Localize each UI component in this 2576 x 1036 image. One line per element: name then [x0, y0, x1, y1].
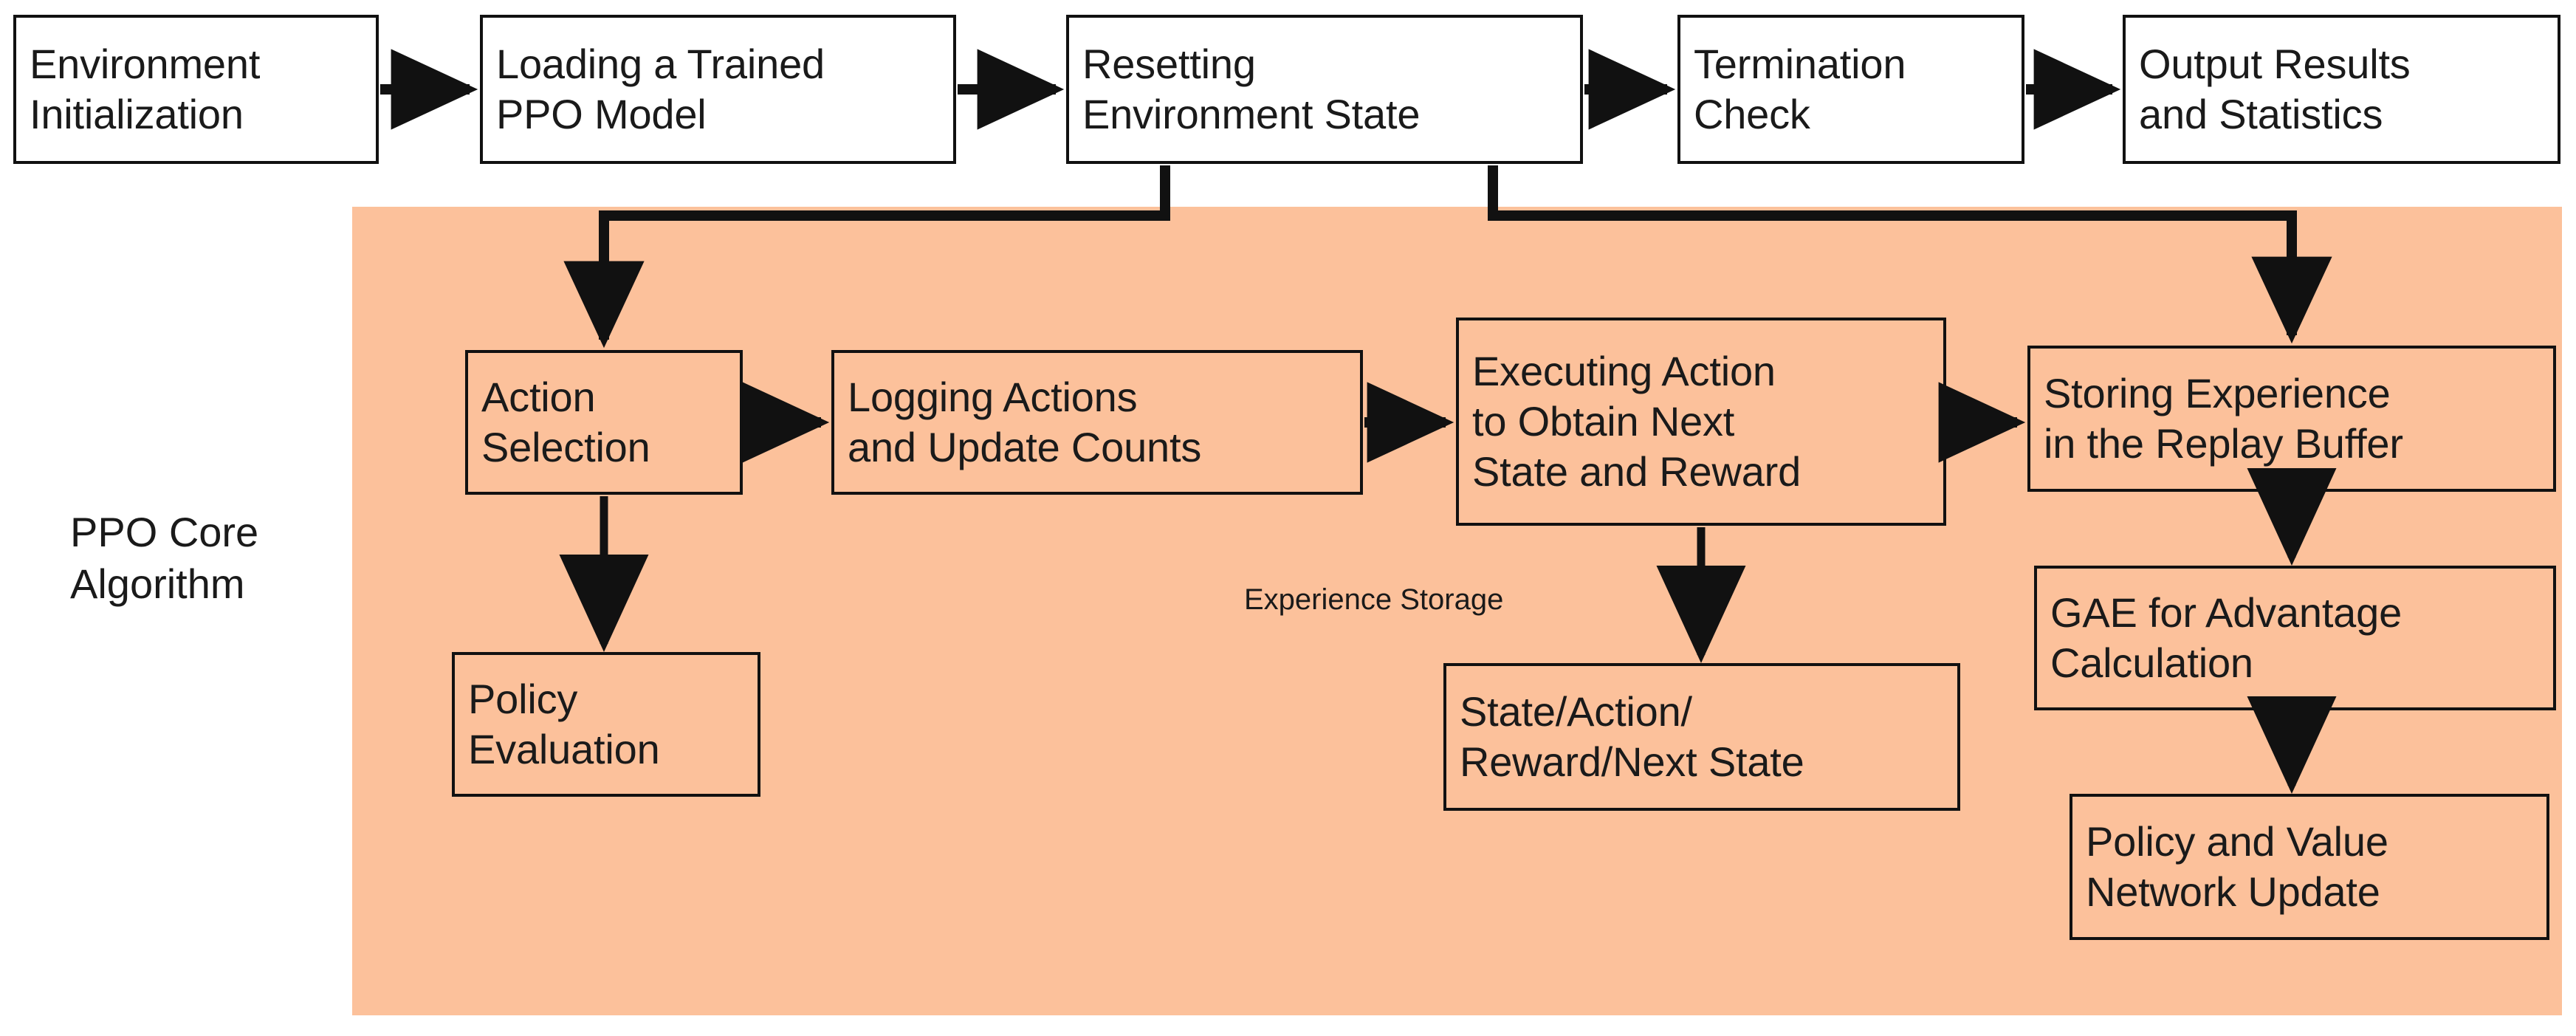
node-policy-evaluation[interactable]: Policy Evaluation — [452, 652, 760, 797]
node-label: Output Results and Statistics — [2139, 40, 2411, 137]
node-label: Logging Actions and Update Counts — [848, 373, 1202, 470]
node-action-selection[interactable]: Action Selection — [465, 350, 743, 495]
node-label: Termination Check — [1694, 40, 1906, 137]
node-executing-action-to-obtain-next-state-and-reward[interactable]: Executing Action to Obtain Next State an… — [1456, 318, 1946, 526]
node-policy-and-value-network-update[interactable]: Policy and Value Network Update — [2070, 794, 2549, 940]
experience-storage-label: Experience Storage — [1244, 583, 1504, 616]
node-label: Policy Evaluation — [468, 675, 660, 772]
node-termination-check[interactable]: Termination Check — [1677, 15, 2024, 164]
node-label: GAE for Advantage Calculation — [2050, 589, 2402, 686]
node-label: Storing Experience in the Replay Buffer — [2044, 369, 2403, 467]
node-label: Resetting Environment State — [1082, 40, 1421, 137]
node-storing-experience-in-replay-buffer[interactable]: Storing Experience in the Replay Buffer — [2027, 346, 2556, 492]
node-output-results-and-statistics[interactable]: Output Results and Statistics — [2123, 15, 2560, 164]
node-label: Environment Initialization — [30, 40, 261, 137]
node-logging-actions-and-update-counts[interactable]: Logging Actions and Update Counts — [831, 350, 1363, 495]
node-label: State/Action/ Reward/Next State — [1460, 687, 1804, 785]
node-label: Action Selection — [481, 373, 650, 470]
node-state-action-reward-next-state[interactable]: State/Action/ Reward/Next State — [1443, 663, 1960, 811]
node-loading-trained-ppo-model[interactable]: Loading a Trained PPO Model — [480, 15, 956, 164]
ppo-core-algorithm-label: PPO Core Algorithm — [70, 509, 259, 607]
node-gae-for-advantage-calculation[interactable]: GAE for Advantage Calculation — [2034, 566, 2556, 710]
node-resetting-environment-state[interactable]: Resetting Environment State — [1066, 15, 1583, 164]
node-label: Executing Action to Obtain Next State an… — [1472, 347, 1802, 495]
node-label: Policy and Value Network Update — [2086, 817, 2388, 915]
node-label: Loading a Trained PPO Model — [496, 40, 825, 137]
node-environment-initialization[interactable]: Environment Initialization — [13, 15, 379, 164]
